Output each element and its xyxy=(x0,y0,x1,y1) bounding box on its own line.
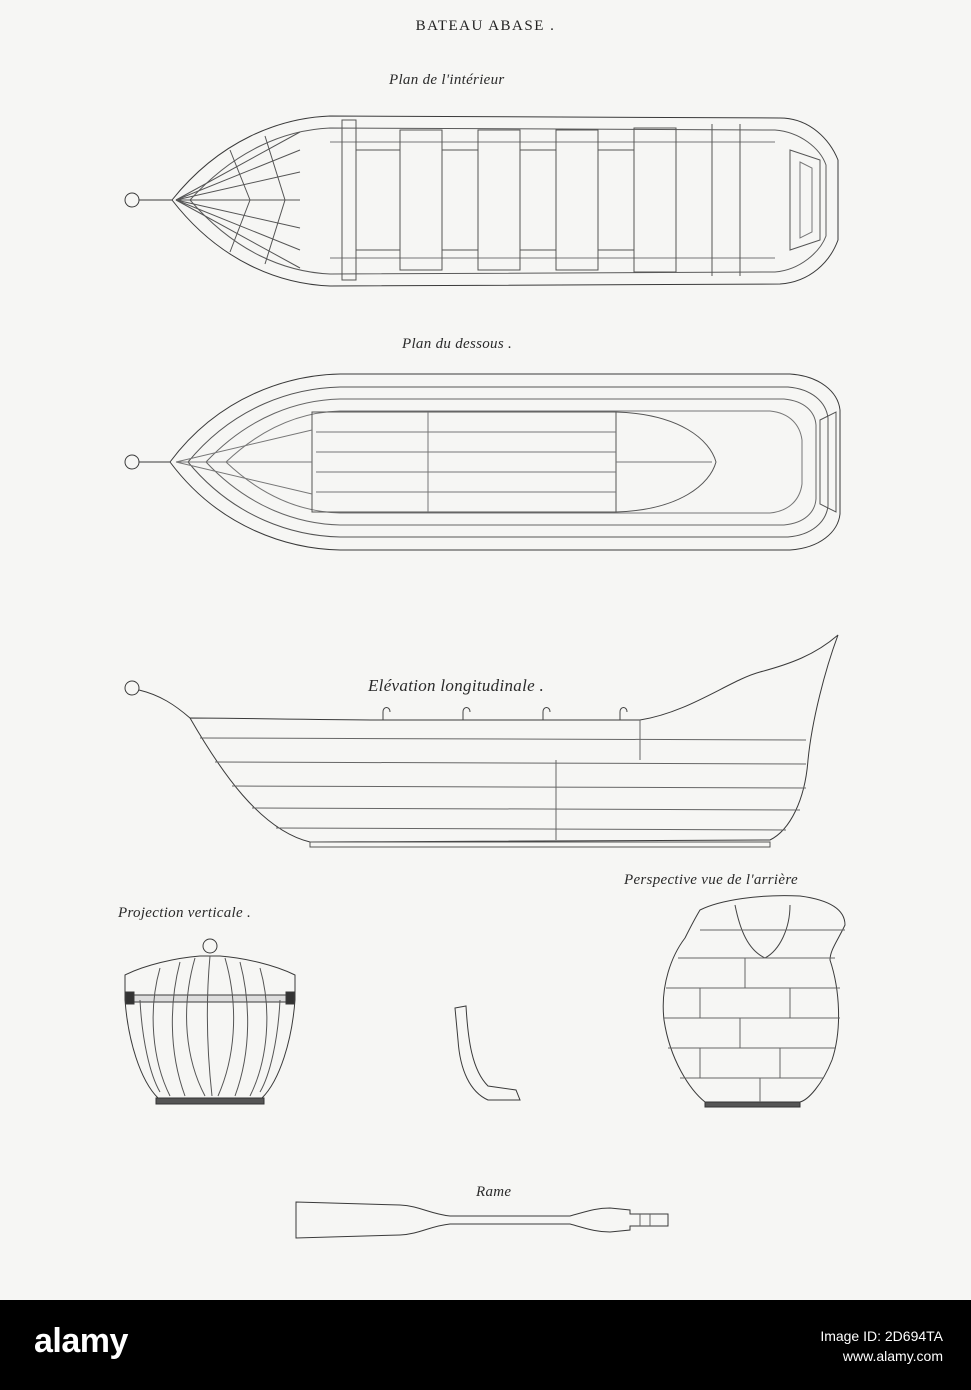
caption-rear-perspective: Perspective vue de l'arrière xyxy=(624,872,798,888)
oar-outline xyxy=(295,1201,669,1239)
interior-prow-knob xyxy=(124,192,140,208)
site-url-label: www.alamy.com xyxy=(842,1348,943,1364)
caption-oar: Rame xyxy=(476,1184,512,1200)
interior-plan-drawing xyxy=(124,115,839,287)
rear-hull-outline xyxy=(662,895,846,1103)
caption-longitudinal-elevation: Elévation longitudinale . xyxy=(368,676,545,695)
underside-plan-drawing xyxy=(124,373,841,551)
longitudinal-elevation-drawing xyxy=(124,634,839,848)
engraving-plate: BATEAU ABASE . Plan de l'intérieur Plan … xyxy=(0,0,971,1300)
caption-underside-plan: Plan du dessous . xyxy=(402,336,513,352)
elevation-hull-outline xyxy=(189,634,839,843)
oar-drawing xyxy=(295,1201,669,1239)
underside-prow-knob xyxy=(124,454,140,470)
vertical-projection-drawing xyxy=(124,938,296,1105)
plate-title: BATEAU ABASE . xyxy=(415,18,556,34)
underside-hull-outline xyxy=(169,373,841,551)
projection-hull-outline xyxy=(124,955,296,1099)
brand-logo: alamy xyxy=(34,1322,128,1360)
interior-hull-outline xyxy=(171,115,839,287)
caption-interior-plan: Plan de l'intérieur xyxy=(389,72,505,88)
knee-piece-drawing xyxy=(454,1005,521,1101)
boat-drawings xyxy=(124,115,846,1239)
elevation-prow-knob xyxy=(124,680,140,696)
rear-perspective-drawing xyxy=(662,895,846,1108)
stock-footer-bar xyxy=(0,1300,971,1390)
image-id-label: Image ID: 2D694TA xyxy=(820,1328,943,1344)
caption-vertical-projection: Projection verticale . xyxy=(118,905,252,921)
